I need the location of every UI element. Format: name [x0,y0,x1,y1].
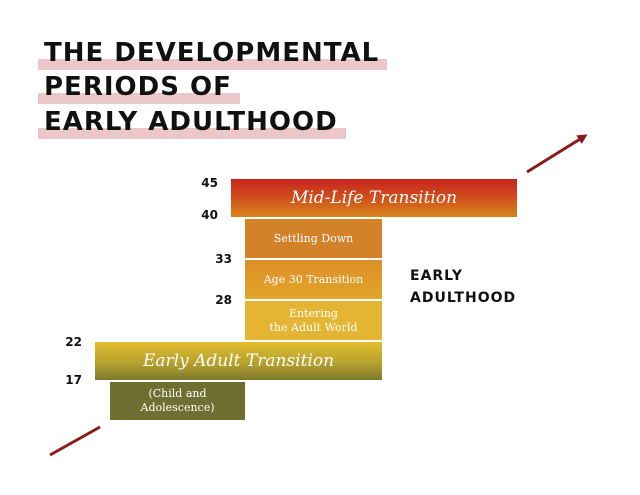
period-entering-adult-world: Entering the Adult World [245,301,382,340]
early-adulthood-label: EARLY ADULTHOOD [410,268,517,306]
title-line-2: PERIODS OF [38,72,240,104]
age-label-17: 17 [65,373,82,387]
period-mid-life-transition: Mid-Life Transition [231,179,517,217]
period-early-adult-transition: Early Adult Transition [95,342,382,380]
period-age-30-transition: Age 30 Transition [245,260,382,299]
period-child-adolescence: (Child and Adolescence) [110,382,245,420]
title-line-3: EARLY ADULTHOOD [38,107,346,139]
age-label-45: 45 [201,176,218,190]
age-label-33: 33 [215,252,232,266]
title-line-1: THE DEVELOPMENTAL [37,38,388,70]
age-label-28: 28 [215,293,232,307]
age-label-22: 22 [65,335,82,349]
age-label-40: 40 [201,208,218,222]
period-settling-down: Settling Down [245,219,382,258]
